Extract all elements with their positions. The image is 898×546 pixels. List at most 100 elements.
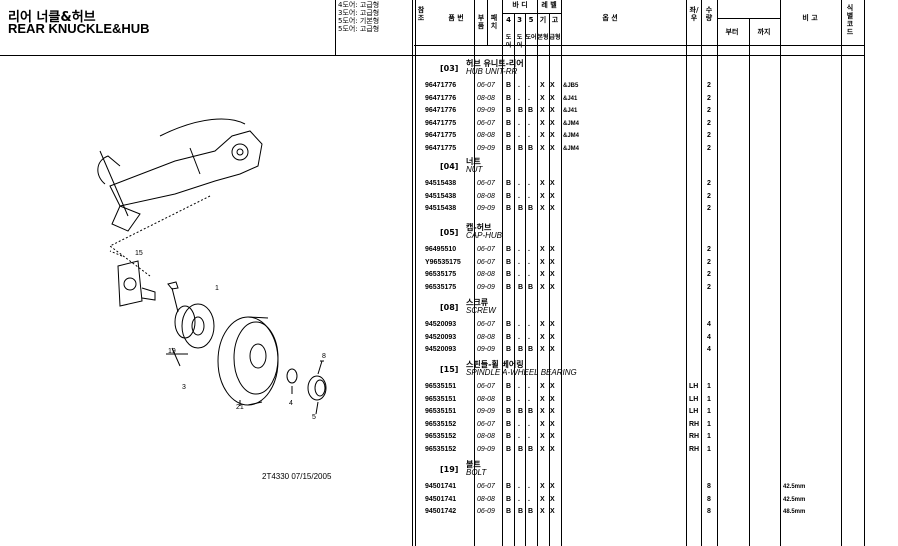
part-number: 96471775 — [425, 119, 457, 127]
body-3door: . — [518, 192, 520, 200]
group-name-english: CAP-HUB — [466, 231, 503, 240]
group-number: [04] — [440, 162, 459, 171]
remark: 48.5mm — [783, 509, 806, 515]
model-years: 09-09 — [477, 283, 495, 291]
part-number: 96471776 — [425, 82, 457, 89]
level-premium: X — [550, 383, 555, 390]
body-3door: . — [518, 483, 520, 490]
level-premium: X — [550, 107, 555, 114]
body-3door: . — [518, 82, 520, 89]
group-number: [03] — [440, 64, 459, 73]
part-number: 96535175 — [425, 283, 457, 291]
option-code: &JM4 — [563, 133, 580, 139]
model-years: 08-08 — [477, 271, 495, 278]
level-premium: X — [550, 483, 555, 490]
body-4door: B — [506, 333, 512, 341]
callout-21: 21 — [236, 404, 244, 411]
level-basic: X — [540, 132, 545, 139]
side-lr: LH — [689, 383, 699, 390]
part-number: 94520093 — [425, 346, 457, 353]
col-to: 까지 — [757, 28, 771, 36]
model-years: 09-09 — [477, 346, 495, 353]
level-basic: X — [540, 346, 545, 353]
body-5door: . — [528, 495, 530, 503]
quantity: 2 — [707, 144, 711, 152]
body-3door: B — [518, 408, 524, 415]
group-name-korean: 너트 — [466, 157, 481, 166]
body-5door: . — [528, 383, 530, 390]
model-years: 08-08 — [477, 395, 495, 403]
body-5door: . — [528, 180, 530, 187]
level-premium: X — [550, 395, 555, 403]
body-4door: B — [506, 205, 512, 212]
group-name-korean: 스핀들-휠 베어링 — [466, 360, 524, 369]
quantity: 1 — [707, 420, 711, 428]
option-code: &JM4 — [563, 120, 580, 127]
model-years: 06-07 — [477, 420, 495, 428]
callout-4: 4 — [289, 400, 293, 407]
level-premium: X — [550, 433, 555, 440]
col-body: 바 디 — [512, 1, 528, 9]
group-name-english: SCREW — [466, 306, 496, 315]
body-3door: B — [518, 205, 524, 212]
part-number: 96535151 — [425, 408, 457, 415]
option-code: &JB5 — [563, 83, 579, 89]
col-lr: 좌/우 — [689, 6, 699, 22]
body-4door: B — [506, 258, 512, 266]
col-ident: 식별코드 — [846, 4, 854, 36]
part-number: 96471776 — [425, 107, 457, 114]
callout-3: 3 — [182, 384, 186, 391]
level-premium: X — [550, 333, 555, 341]
body-5door: . — [528, 192, 530, 200]
col-b5: 5 — [528, 16, 534, 24]
body-4door: B — [506, 94, 512, 102]
quantity: 2 — [707, 180, 711, 187]
level-premium: X — [550, 144, 555, 152]
callout-19: 19 — [168, 348, 176, 355]
body-3door: B — [518, 107, 524, 114]
quantity: 2 — [707, 283, 711, 291]
quantity: 2 — [707, 192, 711, 200]
callout-5: 5 — [312, 414, 316, 421]
remark: 42.5mm — [783, 496, 806, 503]
option-code: &J41 — [563, 95, 578, 102]
col-sub-l2: 급형 — [549, 34, 561, 41]
body-4door: B — [506, 192, 512, 200]
quantity: 4 — [707, 346, 711, 353]
quantity: 2 — [707, 258, 711, 266]
body-5door: . — [528, 132, 530, 139]
level-premium: X — [550, 180, 555, 187]
body-4door: B — [506, 144, 512, 152]
body-5door: . — [528, 420, 530, 428]
level-premium: X — [550, 283, 555, 291]
level-premium: X — [550, 508, 555, 515]
quantity: 1 — [707, 383, 711, 390]
body-5door: . — [528, 433, 530, 440]
group-name-korean: 캡-허브 — [466, 223, 492, 232]
quantity: 2 — [707, 119, 711, 127]
body-3door: . — [518, 271, 520, 278]
group-name-english: BOLT — [466, 468, 487, 477]
body-3door: B — [518, 508, 524, 515]
level-premium: X — [550, 119, 555, 127]
model-years: 09-09 — [477, 144, 495, 152]
body-5door: B — [528, 205, 534, 212]
group-name-korean: 스크류 — [466, 298, 489, 307]
quantity: 1 — [707, 433, 711, 440]
model-years: 08-08 — [477, 132, 495, 139]
level-basic: X — [540, 333, 545, 341]
body-4door: B — [506, 119, 512, 127]
level-basic: X — [540, 180, 545, 187]
door-type-2: 3도어: 고급형 — [338, 9, 380, 17]
body-3door: B — [518, 346, 524, 353]
level-basic: X — [540, 495, 545, 503]
